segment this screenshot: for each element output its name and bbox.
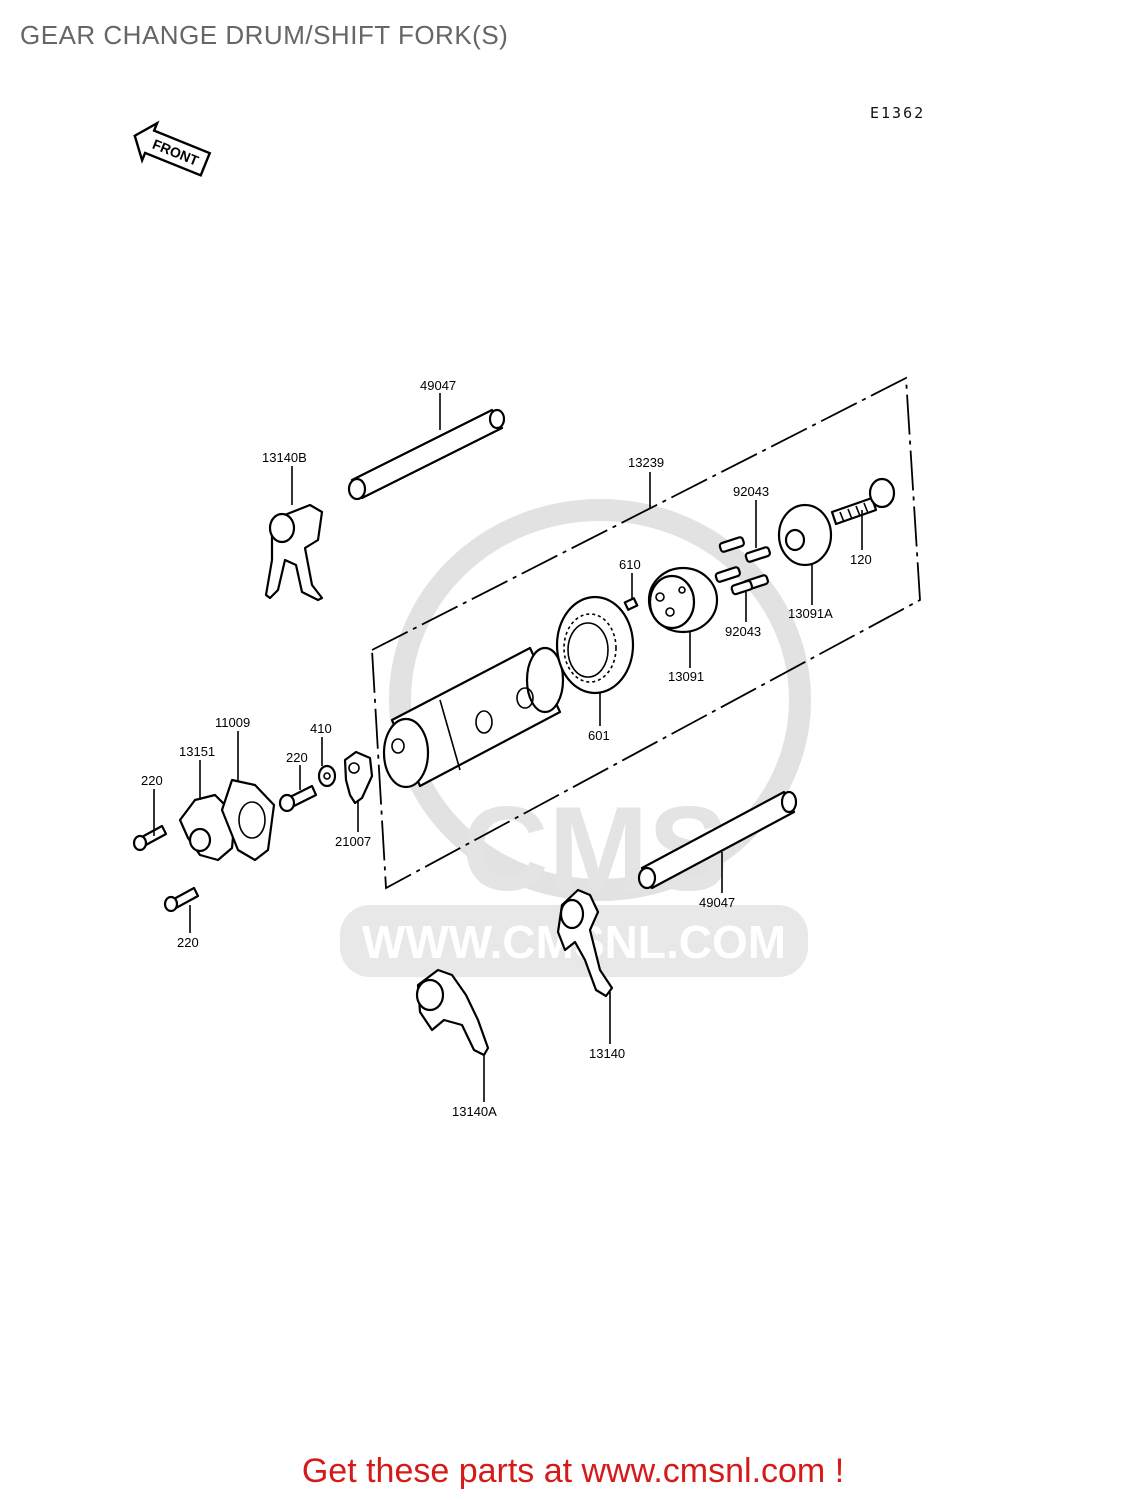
- washer-410: [317, 764, 337, 788]
- label-13239: 13239: [628, 455, 664, 470]
- label-11009: 11009: [215, 715, 250, 730]
- label-13091: 13091: [668, 669, 704, 684]
- label-21007: 21007: [335, 834, 371, 849]
- label-92043-top: 92043: [733, 484, 769, 499]
- shift-rod-bottom: [637, 790, 798, 890]
- diagram-code: E1362: [870, 104, 926, 122]
- pins-92043: [714, 536, 771, 596]
- screw-220-left: [132, 824, 168, 852]
- label-220-left: 220: [141, 773, 163, 788]
- label-120: 120: [850, 552, 872, 567]
- label-220-bottom: 220: [177, 935, 199, 950]
- label-220-mid: 220: [286, 750, 308, 765]
- bolt-120: [830, 477, 896, 526]
- bearing-601: [555, 595, 635, 695]
- footer-cta-link[interactable]: Get these parts at www.cmsnl.com !: [301, 1452, 845, 1490]
- gear-change-drum: [382, 646, 565, 789]
- gasket-11009: [220, 778, 276, 862]
- label-610: 610: [619, 557, 641, 572]
- label-410: 410: [310, 721, 332, 736]
- pin-610: [623, 597, 639, 611]
- plate-21007: [343, 750, 374, 805]
- screw-220-bottom: [163, 886, 200, 913]
- part-labels: 49047 13140B 13239 92043 610 120 92043 1…: [141, 378, 872, 1119]
- label-13140a: 13140A: [452, 1104, 497, 1119]
- leader-lines: [153, 393, 863, 1102]
- holder-13151: [178, 793, 237, 862]
- drum-plate-13091a: [777, 503, 833, 567]
- label-13140b: 13140B: [262, 450, 307, 465]
- page-title: GEAR CHANGE DRUM/SHIFT FORK(S): [20, 20, 509, 50]
- shift-rod-top: [347, 408, 506, 501]
- shift-fork-13140b: [264, 503, 324, 602]
- label-13140: 13140: [589, 1046, 625, 1061]
- drum-assembly-frame: [371, 376, 921, 890]
- shift-fork-13140: [556, 888, 614, 998]
- screw-220-mid: [278, 784, 318, 813]
- drum-cam-13091: [647, 566, 719, 634]
- front-arrow-icon: FRONT: [133, 120, 212, 177]
- label-49047-bottom: 49047: [699, 895, 735, 910]
- label-92043-bottom: 92043: [725, 624, 761, 639]
- label-601: 601: [588, 728, 610, 743]
- label-13151: 13151: [179, 744, 215, 759]
- label-13091a: 13091A: [788, 606, 833, 621]
- shift-fork-13140a: [415, 968, 490, 1057]
- label-49047-top: 49047: [420, 378, 456, 393]
